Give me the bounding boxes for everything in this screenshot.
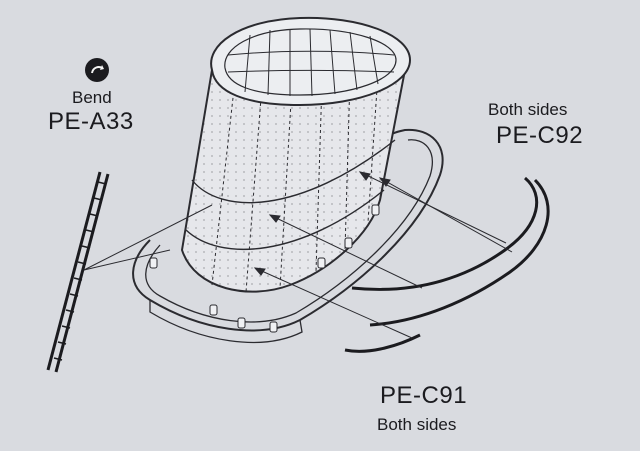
bend-symbol-icon xyxy=(84,57,110,83)
both-sides-label-bottom: Both sides xyxy=(377,415,457,434)
both-sides-label-top: Both sides xyxy=(488,100,568,119)
part-label-pe-c92: PE-C92 xyxy=(496,122,584,149)
part-label-pe-c91: PE-C91 xyxy=(380,382,468,409)
part-label-pe-a33: PE-A33 xyxy=(48,108,134,135)
leader-lines-ladder xyxy=(83,204,213,271)
bend-label: Bend xyxy=(72,88,112,107)
rail-part-pe-c91 xyxy=(344,333,421,353)
deck-fittings xyxy=(149,204,380,333)
tower-top-cap xyxy=(210,16,412,107)
leader-arrows xyxy=(253,171,513,339)
deck-base xyxy=(132,128,444,343)
rail-part-pe-c92 xyxy=(351,176,550,327)
sail-tower xyxy=(180,69,407,293)
ladder-part-pe-a33 xyxy=(46,171,110,373)
